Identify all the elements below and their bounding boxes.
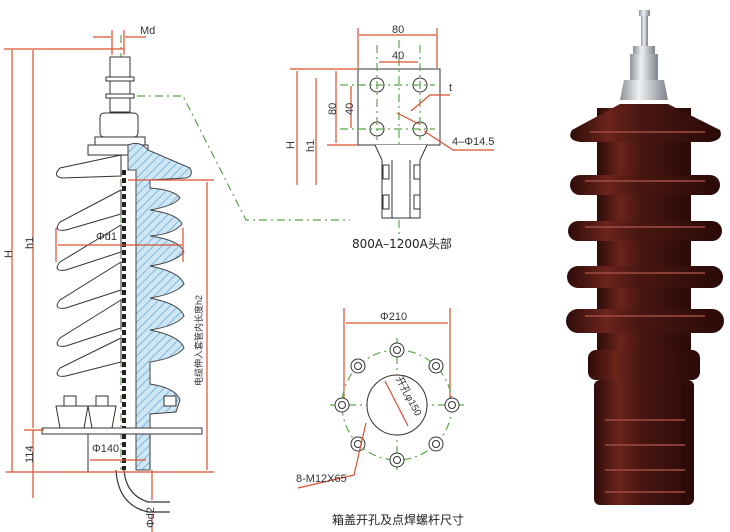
terminal-stud	[87, 56, 149, 156]
label-phi-140: Φ140	[92, 443, 119, 455]
label-head-h1: h1	[305, 140, 317, 152]
label-bolts: 8-M12X65	[296, 473, 347, 485]
label-head-H: H	[285, 141, 297, 149]
label-H: H	[3, 250, 15, 258]
label-114: 114	[24, 445, 36, 463]
lower-sleeve	[87, 434, 151, 472]
label-phi-d1: Φd1	[96, 231, 117, 243]
bushing-photo	[566, 10, 724, 505]
main-drawing: Md H h1 Φd1 Φ140 114 Φd2 电缆伸入套管内长度h2	[3, 25, 350, 532]
head-caption: 800A–1200A头部	[352, 236, 452, 251]
head-detail: 80 40 80 40 H h1 t 4–Φ14.5 800A–1200A头部	[285, 24, 494, 251]
left-sheds	[56, 154, 122, 377]
label-md: Md	[140, 25, 155, 37]
detail-leader	[137, 95, 350, 221]
label-h80: 80	[327, 103, 339, 115]
flange-caption: 箱盖开孔及点焊螺杆尺寸	[332, 512, 464, 527]
flange-plate	[41, 427, 203, 435]
dimension-lines	[4, 30, 214, 532]
head-dimension-lines	[290, 28, 494, 185]
flange-bolts	[55, 395, 177, 429]
label-h1: h1	[24, 237, 36, 249]
label-w80: 80	[392, 24, 404, 36]
label-t: t	[449, 82, 452, 94]
label-h2-note: 电缆伸入套管内长度h2	[193, 295, 204, 386]
label-phi-d2: Φd2	[145, 507, 157, 528]
label-holes: 4–Φ14.5	[452, 136, 494, 148]
flange-detail: Φ210 开孔φ150 8-M12X65 箱盖开孔及点焊螺杆尺寸	[296, 308, 465, 527]
label-phi210: Φ210	[380, 311, 407, 323]
flange-bolt-holes	[334, 342, 460, 468]
section-hatch	[127, 142, 192, 471]
cable	[115, 170, 170, 513]
label-w40: 40	[392, 50, 404, 62]
label-h40: 40	[344, 103, 356, 115]
